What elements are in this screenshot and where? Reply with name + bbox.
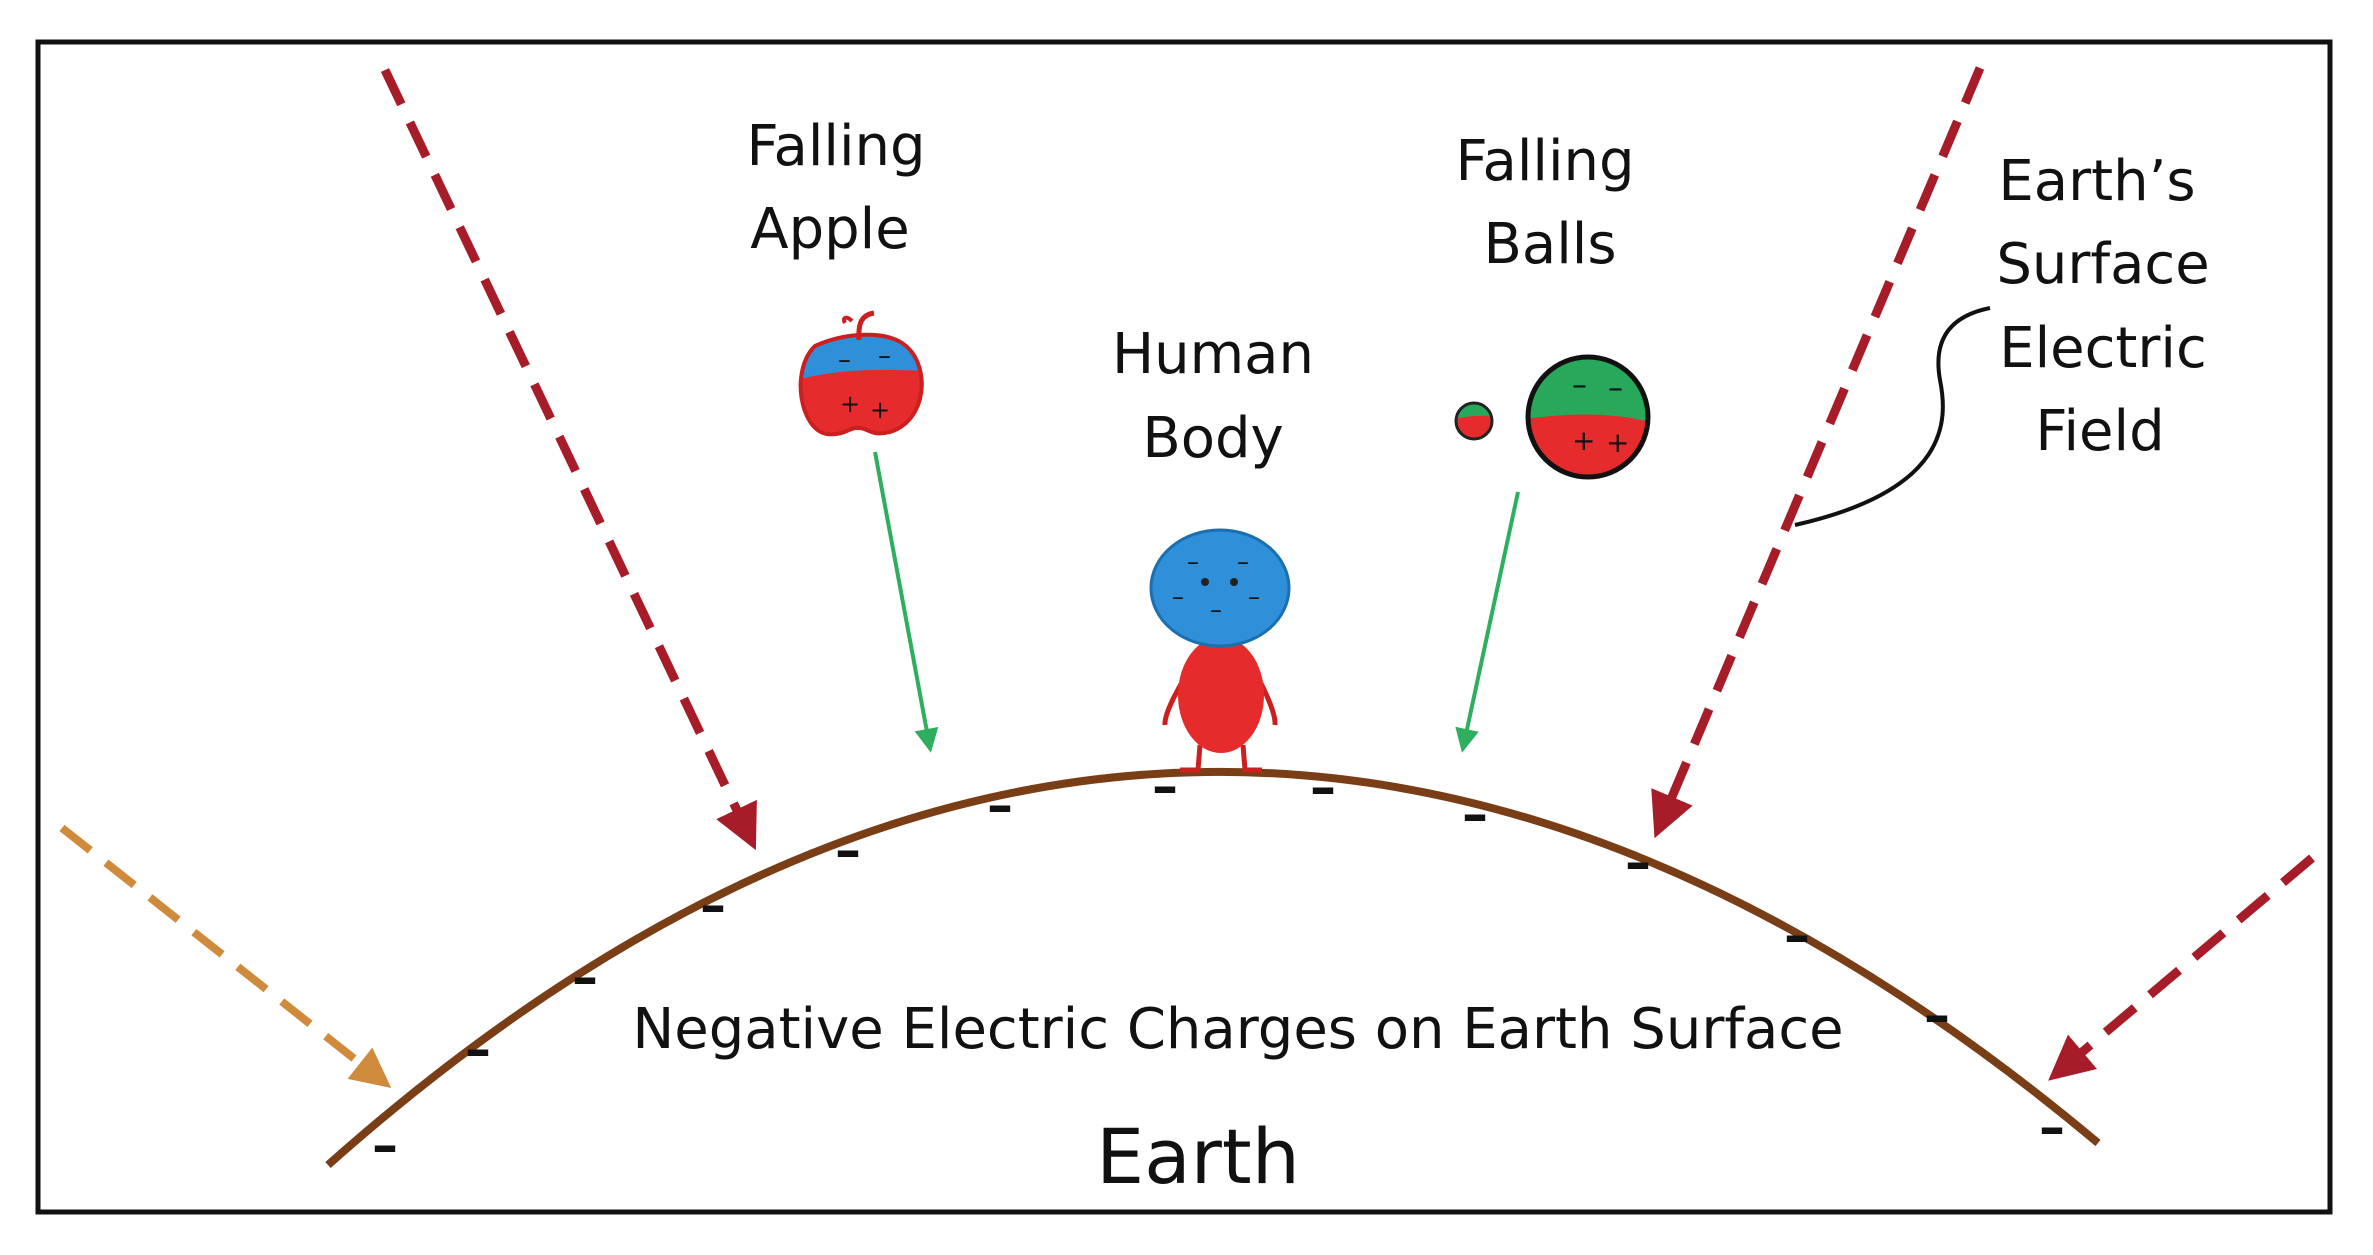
earth-surface-arc bbox=[325, 767, 2101, 1168]
apple-charge-positive: + bbox=[870, 396, 890, 424]
surface-charge: – bbox=[2039, 1098, 2065, 1158]
apple-charge-positive: + bbox=[840, 390, 860, 418]
surface-charge: – bbox=[1924, 986, 1950, 1046]
falling-balls-label: Falling bbox=[1455, 129, 1634, 194]
ball-charge-positive: + bbox=[1606, 426, 1629, 459]
surface-charge: – bbox=[372, 1116, 398, 1176]
head-charge-negative: – bbox=[1187, 548, 1199, 576]
ball-charge-positive: + bbox=[1572, 424, 1595, 457]
surface-charge: – bbox=[1784, 906, 1810, 966]
human-body-label: Body bbox=[1142, 406, 1283, 471]
field-arrow bbox=[380, 68, 757, 851]
earth-label: Earth bbox=[1096, 1112, 1300, 1201]
big-ball: – – + + bbox=[1525, 354, 1651, 480]
surface-charge: – bbox=[835, 821, 861, 881]
surface-charge: – bbox=[700, 876, 726, 936]
surface-charge: – bbox=[987, 776, 1013, 836]
charges-caption: Negative Electric Charges on Earth Surfa… bbox=[632, 997, 1843, 1062]
small-ball bbox=[1454, 401, 1494, 441]
diagram-border bbox=[35, 39, 2333, 1215]
field-arrow bbox=[1651, 66, 1985, 839]
apple: – – + + bbox=[798, 310, 924, 437]
surface-charge: – bbox=[465, 1020, 491, 1080]
field-label: Surface bbox=[1996, 232, 2209, 297]
field-arrow-faint bbox=[59, 824, 392, 1088]
falling-balls-label: Balls bbox=[1483, 212, 1616, 277]
falling-apple-label: Apple bbox=[750, 197, 909, 262]
head-charge-negative: – bbox=[1248, 583, 1260, 611]
fall-arrow-apple bbox=[873, 451, 939, 753]
human-body-label: Human bbox=[1112, 322, 1314, 387]
human-figure: – – – – – bbox=[1149, 528, 1291, 773]
apple-charge-negative: – bbox=[878, 341, 891, 371]
surface-charge: – bbox=[572, 948, 598, 1008]
field-label: Earth’s bbox=[1998, 149, 2195, 214]
fall-arrow-balls bbox=[1455, 491, 1520, 753]
surface-charge: – bbox=[1625, 833, 1651, 893]
human-head bbox=[1149, 528, 1291, 648]
head-charge-negative: – bbox=[1237, 548, 1249, 576]
surface-charges: – – – – – – – – – – – – – bbox=[372, 757, 2065, 1176]
falling-apple-label: Falling bbox=[746, 114, 925, 179]
ball-charge-negative: – bbox=[1572, 368, 1587, 403]
human-body-torso bbox=[1178, 637, 1264, 753]
field-label-pointer bbox=[1794, 306, 1991, 527]
head-charge-negative: – bbox=[1210, 596, 1222, 624]
field-arrow bbox=[2048, 854, 2315, 1081]
apple-charge-negative: – bbox=[838, 345, 851, 375]
field-label: Electric bbox=[1999, 316, 2207, 381]
surface-charge: – bbox=[1462, 785, 1488, 845]
surface-charge: – bbox=[1152, 757, 1178, 817]
head-charge-negative: – bbox=[1172, 583, 1184, 611]
ball-charge-negative: – bbox=[1608, 371, 1623, 406]
field-label: Field bbox=[2035, 399, 2164, 464]
surface-charge: – bbox=[1310, 758, 1336, 818]
